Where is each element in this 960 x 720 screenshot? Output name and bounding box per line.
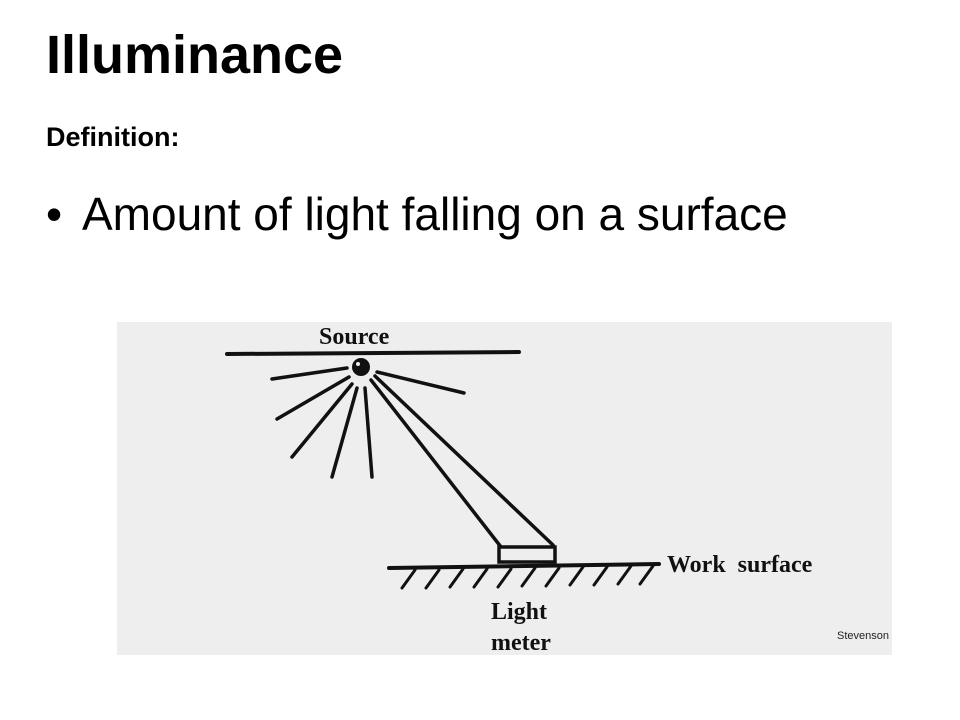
hatch-mark [448,567,465,589]
image-credit: Stevenson [837,630,889,642]
work-surface-hatching [400,564,655,590]
light-ray [270,366,349,381]
light-source-bulb [352,358,370,376]
light-meter-box [497,545,557,564]
ceiling-line [225,350,521,356]
definition-label: Definition: [46,122,180,152]
slide-title: Illuminance [46,25,344,85]
diagram-svg: Source Work surface Light meter [225,324,813,655]
light-ray [373,374,555,547]
hatch-mark [520,566,537,588]
bullet-text: Amount of light falling on a surface [82,188,788,240]
bullet-item: • Amount of light falling on a surface [46,188,926,240]
hatch-mark [638,564,655,586]
hatch-mark [400,568,417,590]
light-ray [290,382,354,459]
hatch-mark [496,567,513,589]
bullet-marker: • [46,188,63,240]
light-rays [270,366,555,549]
light-ray [275,375,351,421]
light-meter-label-line2: meter [491,630,551,655]
light-ray [363,386,374,479]
hatch-mark [592,565,609,587]
light-ray [375,370,466,395]
light-source-highlight [356,362,360,366]
source-label: Source [319,324,390,350]
hatch-mark [616,564,633,586]
hatch-mark [568,565,585,587]
hatch-mark [472,567,489,589]
hatch-mark [544,566,561,588]
light-meter-label-line1: Light [491,599,547,625]
light-ray [330,386,359,479]
hatch-mark [424,568,441,590]
work-surface-line [387,562,661,570]
illuminance-diagram: Source Work surface Light meter Stevenso… [117,322,892,655]
light-ray [369,378,503,549]
work-surface-label: Work surface [667,552,813,578]
